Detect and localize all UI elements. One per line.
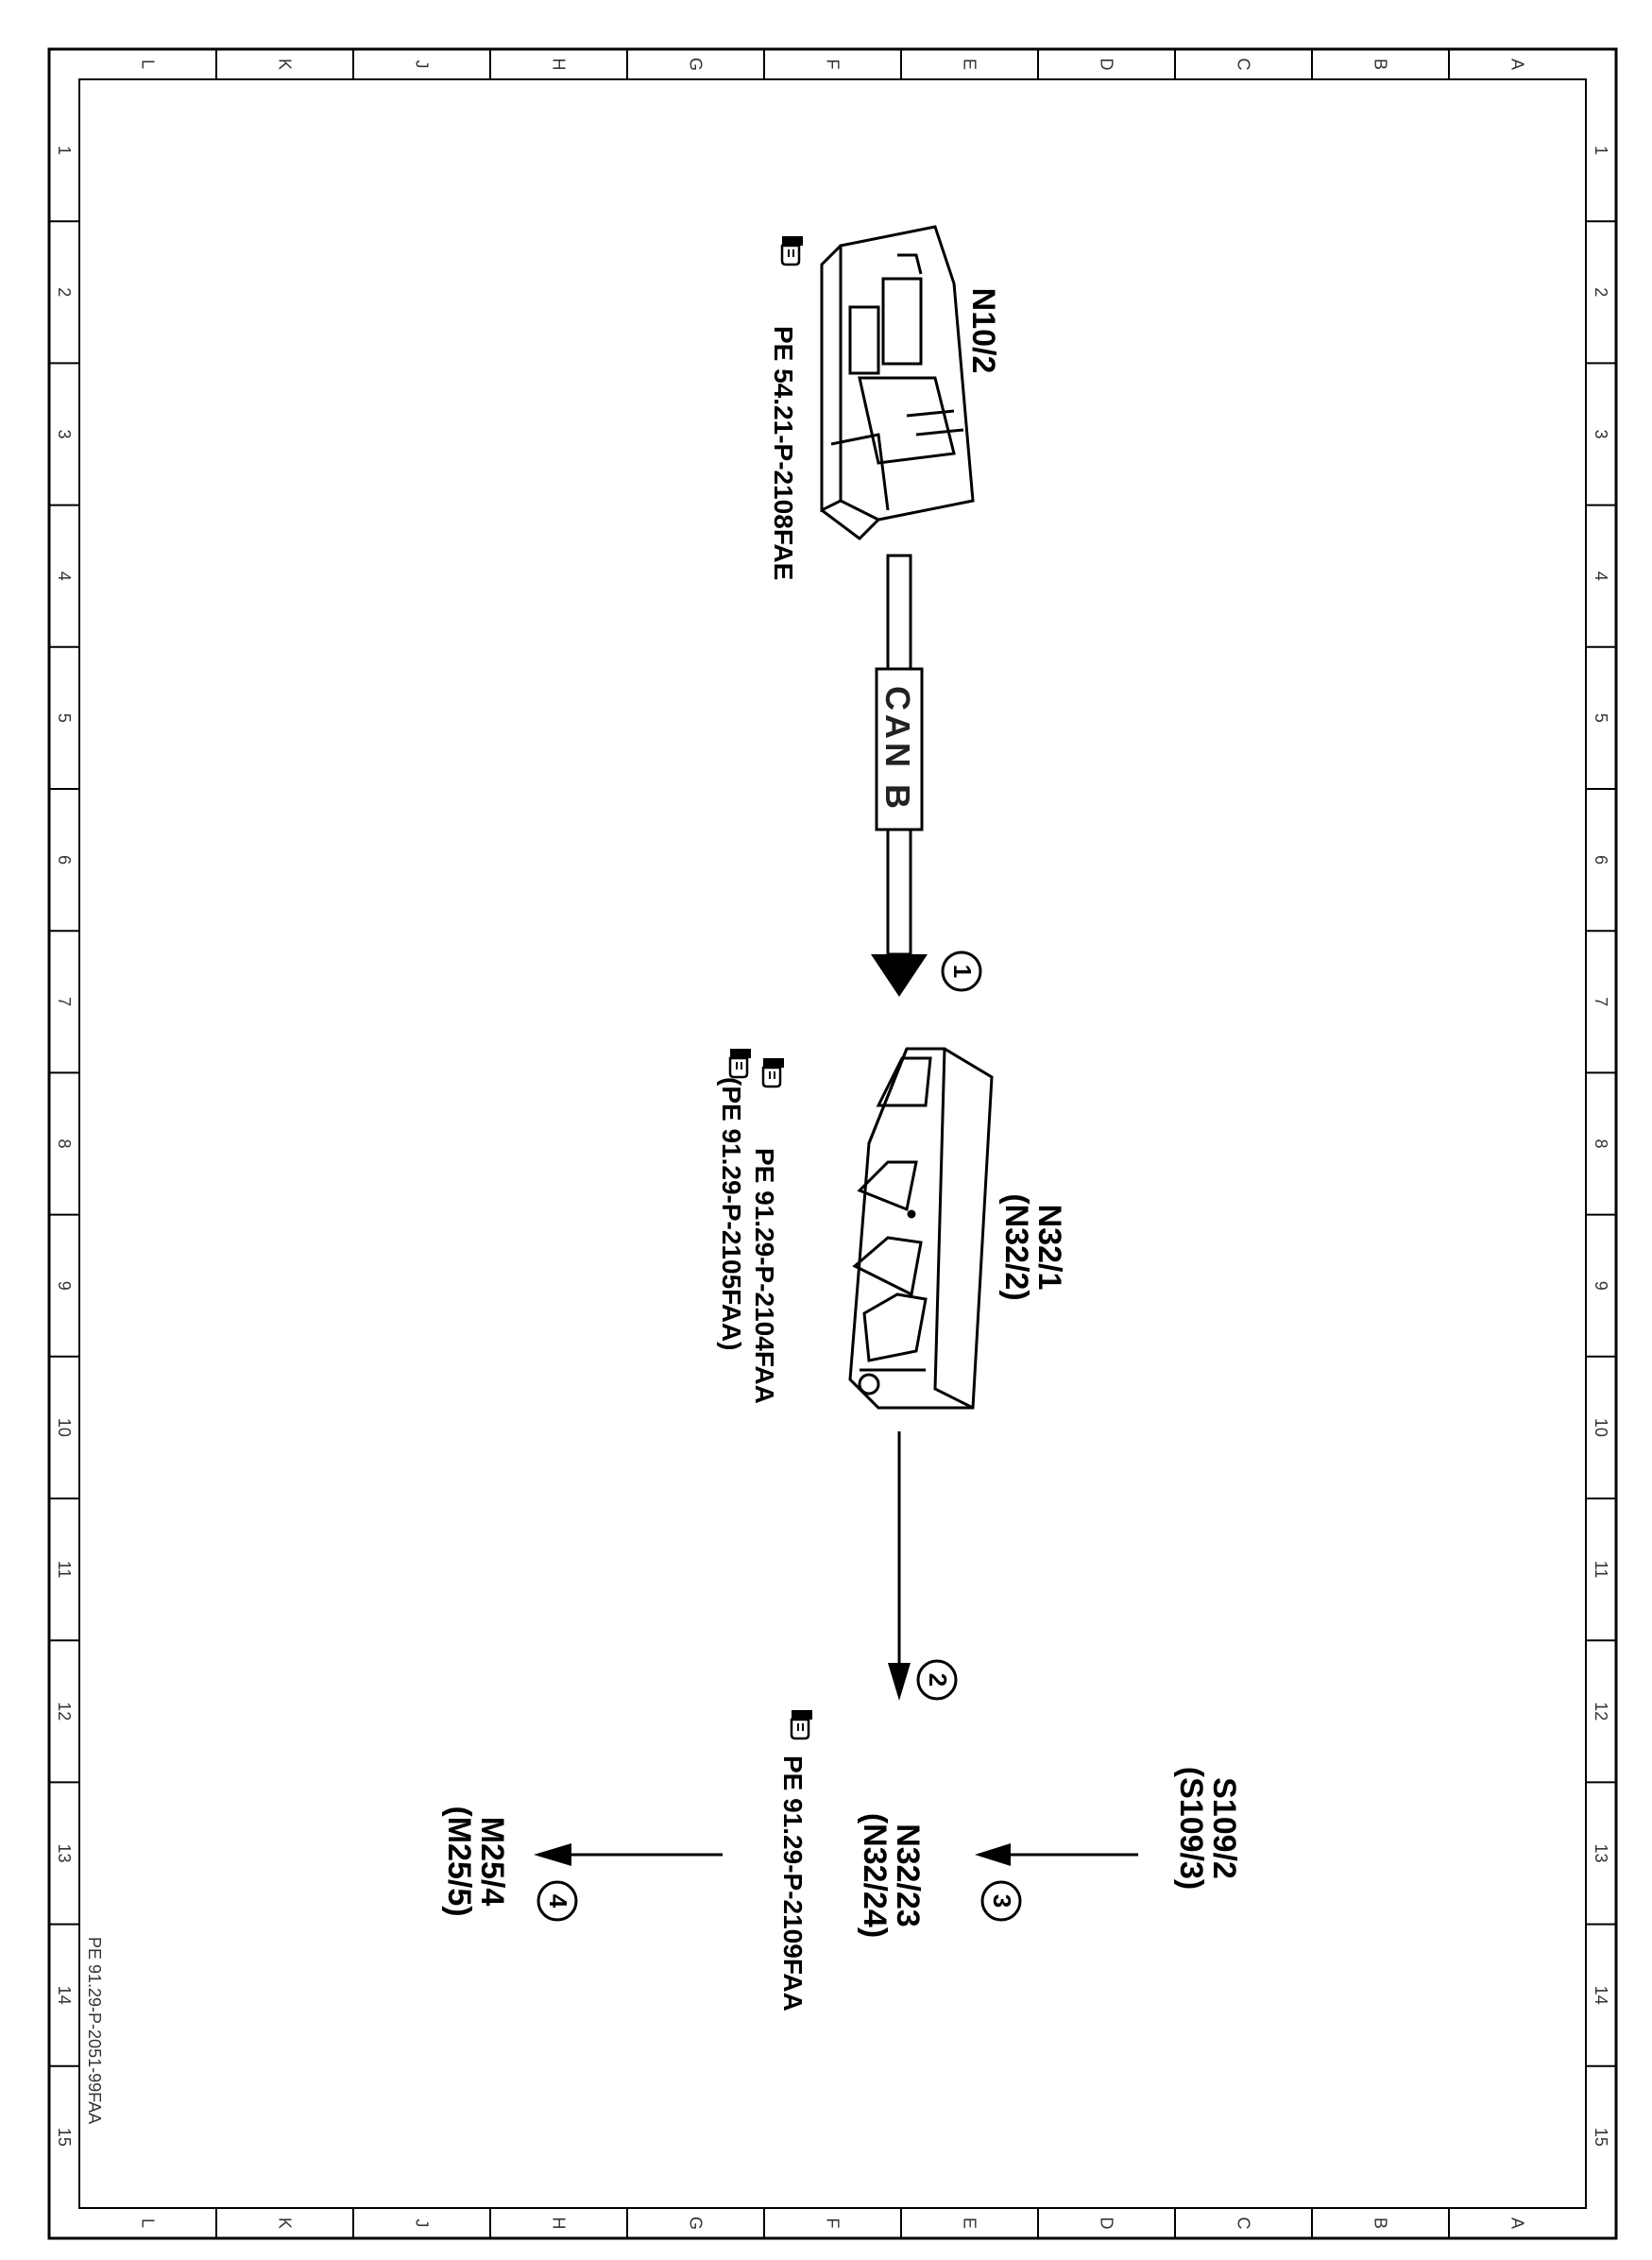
- grid-row-label: 5: [55, 713, 74, 723]
- grid-row-label: 8: [55, 1139, 74, 1148]
- grid-row-label: 9: [55, 1281, 74, 1291]
- grid-column-label: J: [413, 2219, 432, 2228]
- grid-row-label: 13: [55, 1843, 74, 1862]
- grid-column-label: H: [550, 2217, 569, 2230]
- grid-column-label: E: [961, 2217, 979, 2229]
- grid-column-label: B: [1371, 59, 1390, 70]
- grid-row-label: 12: [1592, 1702, 1610, 1721]
- grid-row-label: 14: [55, 1986, 74, 2005]
- n32-2-label-alt: (N32/2): [998, 1193, 1034, 1300]
- grid-column-label: J: [413, 60, 432, 69]
- grid-column-label: A: [1508, 59, 1527, 70]
- grid-row-label: 2: [55, 287, 74, 297]
- grid-row-label: 10: [55, 1418, 74, 1437]
- grid-row-label: 15: [1592, 2128, 1610, 2147]
- n32-1-module-drawing: [848, 1047, 994, 1410]
- grid-row-label: 11: [55, 1561, 74, 1579]
- grid-ticks: [49, 49, 1616, 2238]
- grid-row-label: 6: [55, 855, 74, 865]
- grid-column-label: L: [139, 2218, 158, 2228]
- grid-column-label: D: [1098, 2217, 1116, 2230]
- grid-column-label: A: [1508, 2217, 1527, 2229]
- outer-frame: [47, 47, 1618, 2240]
- n32-24-label-alt: (N32/24): [857, 1813, 893, 1938]
- grid-row-label: 7: [1592, 997, 1610, 1006]
- grid-column-label: K: [276, 59, 295, 70]
- grid-row-label: 3: [1592, 429, 1610, 438]
- signal-1-number: 1: [948, 965, 977, 978]
- grid-column-label: E: [961, 59, 979, 70]
- signal-2-circle: [916, 1659, 958, 1701]
- can-b-arrowhead: [871, 954, 928, 997]
- grid-row-label: 6: [1592, 855, 1610, 865]
- grid-column-label: D: [1098, 59, 1116, 71]
- grid-row-label: 12: [55, 1702, 74, 1721]
- signal-2-number: 2: [924, 1673, 952, 1686]
- grid-row-label: 3: [55, 429, 74, 438]
- pointing-hand-icon: [728, 1047, 753, 1079]
- grid-row-label: 1: [1592, 146, 1610, 155]
- grid-column-label: F: [824, 60, 843, 70]
- can-b-label: CAN B: [878, 686, 917, 813]
- grid-column-label: B: [1371, 2217, 1390, 2229]
- grid-column-label: C: [1235, 59, 1253, 71]
- grid-column-label: G: [687, 2217, 706, 2230]
- grid-row-label: 5: [1592, 713, 1610, 723]
- n32-23-label: N32/23: [890, 1823, 926, 1927]
- grid-row-label: 13: [1592, 1843, 1610, 1862]
- n32-1-ref: PE 91.29-P-2104FAA: [750, 1148, 779, 1404]
- m25-4-label: M25/4: [474, 1817, 510, 1907]
- grid-row-label: 14: [1592, 1986, 1610, 2005]
- grid-column-label: G: [687, 58, 706, 71]
- grid-row-label: 15: [55, 2128, 74, 2147]
- n32-23-ref: PE 91.29-P-2109FAA: [778, 1755, 808, 2012]
- n10-2-ref: PE 54.21-P-2108FAE: [769, 326, 798, 580]
- doc-number: PE 91.29-P-2051-99FAA: [85, 1937, 104, 2124]
- inner-frame: [78, 78, 1587, 2209]
- s109-2-label: S109/2: [1206, 1777, 1242, 1879]
- pointing-hand-icon: [780, 234, 805, 266]
- signal-3-number: 3: [988, 1894, 1016, 1908]
- n32-2-ref-alt: (PE 91.29-P-2105FAA): [717, 1077, 746, 1350]
- s109-3-label-alt: (S109/3): [1173, 1767, 1209, 1890]
- grid-column-label: C: [1235, 2217, 1253, 2230]
- grid-row-label: 8: [1592, 1139, 1610, 1148]
- grid-row-label: 2: [1592, 287, 1610, 297]
- n10-2-label: N10/2: [965, 288, 1001, 374]
- n32-1-label: N32/1: [1031, 1205, 1067, 1291]
- grid-row-label: 4: [55, 572, 74, 581]
- signal-3-arrowhead: [975, 1843, 1011, 1866]
- signal-4-number: 4: [544, 1894, 572, 1909]
- grid-row-label: 10: [1592, 1418, 1610, 1437]
- m25-5-label-alt: (M25/5): [441, 1806, 477, 1916]
- signal-3-circle: [980, 1880, 1022, 1922]
- signal-2-arrowhead: [888, 1663, 911, 1701]
- can-b-bus-line-top: [886, 554, 912, 682]
- grid-column-label: L: [139, 60, 158, 69]
- can-b-bus-line-bottom: [886, 828, 912, 956]
- grid-column-label: F: [824, 2218, 843, 2229]
- signal-1-circle: [941, 950, 982, 992]
- pointing-hand-icon: [790, 1708, 814, 1740]
- grid-row-label: 1: [55, 146, 74, 155]
- grid-column-label: H: [550, 59, 569, 71]
- grid-row-label: 9: [1592, 1281, 1610, 1291]
- grid-column-label: K: [276, 2217, 295, 2229]
- signal-4-circle: [536, 1880, 578, 1922]
- grid-row-label: 11: [1592, 1561, 1610, 1579]
- n10-2-module-drawing: [820, 225, 975, 540]
- grid-row-label: 4: [1592, 572, 1610, 581]
- pointing-hand-icon: [761, 1056, 786, 1088]
- grid-row-label: 7: [55, 997, 74, 1006]
- signal-4-arrowhead: [534, 1843, 571, 1866]
